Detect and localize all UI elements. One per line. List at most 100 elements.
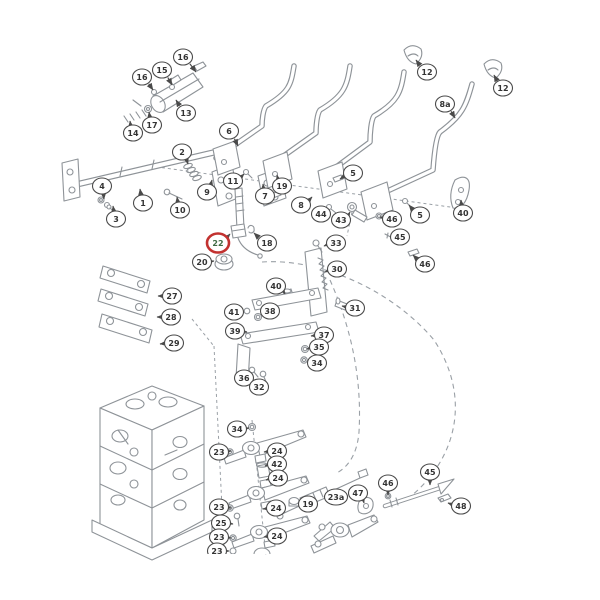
callout-arrow — [408, 204, 416, 213]
callout-circle — [172, 48, 194, 66]
callout-circle — [389, 228, 411, 246]
callout-35: 35 — [306, 338, 330, 356]
callout-circle — [151, 61, 173, 79]
callout-circle — [452, 204, 474, 222]
callout-arrow — [183, 156, 189, 165]
callout-22-highlighted: 22 — [205, 232, 231, 254]
callout-number: 9 — [204, 188, 210, 197]
callout-number: 24 — [271, 447, 283, 456]
callout-number: 37 — [318, 331, 329, 340]
callout-number: 39 — [229, 327, 241, 336]
callout-number: 3 — [113, 215, 119, 224]
bracket-40-right — [450, 176, 470, 209]
callout-3: 3 — [105, 205, 127, 228]
callout-16: 16 — [131, 68, 154, 91]
callout-number: 45 — [394, 233, 406, 242]
callout-circle — [326, 260, 348, 278]
spring-14 — [123, 109, 147, 123]
callout-5: 5 — [408, 204, 431, 224]
callout-2: 2 — [171, 143, 193, 165]
callout-circle — [306, 354, 328, 372]
bolt-16b — [150, 88, 158, 96]
callout-40: 40 — [452, 199, 474, 222]
callout-38: 38 — [259, 302, 281, 320]
callout-arrow — [207, 179, 214, 188]
callout-circle — [205, 232, 231, 254]
grip-knob-12a — [403, 45, 423, 65]
callout-4: 4 — [91, 177, 113, 200]
callout-46: 46 — [377, 474, 399, 496]
callout-33: 33 — [323, 234, 347, 252]
bellcrank-23a — [310, 514, 379, 554]
callout-number: 6 — [226, 127, 232, 136]
bolt-36 — [248, 366, 256, 374]
callout-number: 31 — [349, 304, 361, 313]
callout-34: 34 — [306, 354, 328, 372]
callout-18: 18 — [253, 232, 278, 252]
bracket-30 — [304, 247, 328, 317]
callout-number: 34 — [231, 425, 243, 434]
callout-5: 5 — [339, 164, 364, 182]
callout-arrow — [166, 77, 173, 86]
callout-circle — [267, 469, 289, 487]
callout-40: 40 — [265, 277, 287, 295]
bolt-32 — [259, 370, 267, 378]
clip-16a — [193, 61, 207, 72]
callout-arrow — [493, 74, 500, 83]
callout-number: 19 — [302, 500, 314, 509]
callout-46: 46 — [379, 210, 403, 228]
control-levers — [212, 63, 475, 221]
callout-36: 36 — [233, 369, 255, 387]
callout-arrow — [111, 205, 117, 214]
callout-number: 43 — [335, 216, 346, 225]
callout-6: 6 — [218, 122, 240, 147]
callout-number: 15 — [156, 66, 168, 75]
callout-circle — [91, 177, 113, 195]
callout-number: 29 — [168, 339, 180, 348]
callout-arrow — [279, 286, 286, 295]
callout-number: 38 — [264, 307, 276, 316]
callout-8: 8 — [290, 196, 313, 214]
callout-circle — [266, 527, 288, 545]
bolt-41 — [243, 307, 251, 315]
rod-bracket — [61, 158, 81, 202]
callout-number: 11 — [227, 177, 239, 186]
callout-39: 39 — [224, 322, 248, 340]
callout-circle — [377, 474, 399, 492]
callout-circle — [163, 334, 185, 352]
callout-number: 27 — [166, 292, 177, 301]
callout-circle — [310, 205, 332, 223]
callout-circle — [290, 196, 312, 214]
callout-arrow — [189, 63, 197, 73]
callout-number: 40 — [270, 282, 282, 291]
linkage-center — [235, 239, 348, 385]
callout-45: 45 — [419, 463, 441, 486]
callout-number: 23 — [213, 533, 224, 542]
callout-number: 8 — [298, 201, 304, 210]
callout-circle — [259, 302, 281, 320]
callout-number: 23 — [213, 448, 224, 457]
callout-number: 7 — [262, 192, 268, 201]
callout-25: 25 — [210, 514, 234, 532]
callout-45: 45 — [389, 228, 411, 246]
bushing-24a — [254, 453, 267, 464]
callout-number: 24 — [270, 504, 282, 513]
bellcrank-stack — [223, 422, 311, 554]
callout-arrow — [341, 304, 350, 311]
callout-circle — [222, 172, 244, 190]
clip-46c — [407, 248, 420, 257]
callout-number: 32 — [253, 383, 264, 392]
callout-circle — [122, 124, 144, 142]
callout-circle — [325, 234, 347, 252]
nut-34b — [300, 356, 308, 364]
callout-circle — [323, 488, 349, 506]
callout-number: 16 — [136, 73, 148, 82]
callout-number: 2 — [179, 148, 185, 157]
callout-number: 1 — [140, 199, 146, 208]
callout-arrow — [359, 495, 366, 504]
callout-arrow — [253, 232, 261, 240]
callout-number: 45 — [424, 468, 436, 477]
